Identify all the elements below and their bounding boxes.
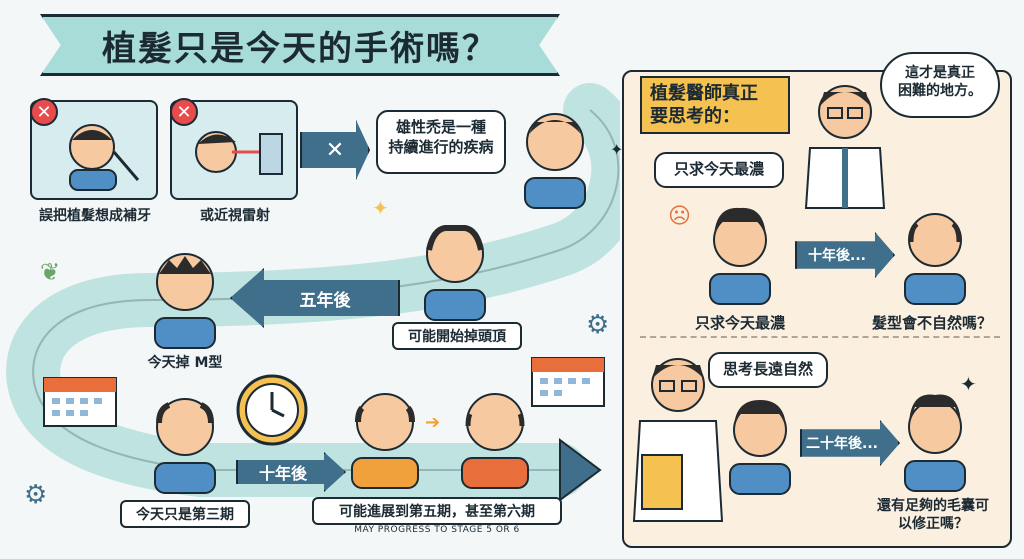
- mistake-label-dental: 誤把植髮想成補牙: [39, 208, 151, 224]
- doctor-thinking-icon: [804, 85, 886, 209]
- stage-five-six-english: MAY PROGRESS TO STAGE 5 OR 6: [354, 525, 520, 535]
- mistake-label-laser: 或近視雷射: [200, 208, 270, 224]
- patient-future-icon: [904, 394, 966, 492]
- person-stage-three-icon: [154, 398, 216, 494]
- title-banner: 植髮只是今天的手術嗎？: [40, 14, 560, 76]
- x-mark-icon: ✕: [30, 98, 58, 126]
- disease-callout: 雄性禿是一種 持續進行的疾病: [376, 110, 506, 174]
- dentist-scene-icon: [69, 124, 140, 191]
- gear-icon: ⚙: [586, 310, 610, 340]
- person-thinning-top-icon: [424, 225, 486, 321]
- clock-icon: [236, 374, 308, 446]
- enough-follicles-caption: 還有足夠的毛囊可 以修正嗎？: [877, 498, 989, 532]
- section-divider: [640, 336, 1000, 338]
- person-stage-six-icon: [461, 393, 529, 489]
- short-term-caption: 只求今天最濃: [694, 314, 785, 332]
- sparkle-icon: ✦: [960, 372, 977, 396]
- mistake-card-dental: ✕: [30, 98, 158, 200]
- sparkle-icon: ✦: [610, 140, 624, 159]
- x-mark-icon: ✕: [170, 98, 198, 126]
- laser-eye-scene-icon: [195, 131, 283, 175]
- person-stage-five-icon: [351, 393, 419, 489]
- calendar-icon: [43, 377, 117, 427]
- progress-arrow-icon: ➔: [425, 412, 441, 433]
- long-term-bubble: 思考長遠自然: [708, 352, 828, 388]
- stage-m-caption: 今天掉 M型: [147, 355, 223, 371]
- stage-top-caption: 可能開始掉頭頂: [392, 322, 522, 350]
- person-young-icon: [524, 113, 586, 209]
- short-term-bubble: 只求今天最濃: [654, 152, 784, 188]
- sparkle-icon: ✦: [372, 196, 389, 220]
- x-icon: ✕: [325, 137, 345, 163]
- patient-dense-hair-icon: [709, 207, 771, 305]
- patient-natural-icon: [729, 400, 791, 495]
- right-panel-header: 植髮醫師真正 要思考的：: [640, 76, 790, 134]
- stage-three-caption: 今天只是第三期: [120, 500, 250, 528]
- page-title: 植髮只是今天的手術嗎？: [102, 28, 498, 69]
- doctor-thought-bubble: 這才是真正 困難的地方。: [880, 52, 1000, 118]
- doctor-clipboard-icon: [632, 358, 724, 522]
- leaf-icon: ❦: [40, 258, 61, 286]
- unnatural-caption: 髮型會不自然嗎？: [871, 314, 992, 332]
- person-m-shape-icon: [154, 253, 216, 349]
- calendar-icon: [531, 357, 605, 407]
- mistake-card-laser: ✕: [170, 98, 298, 200]
- stage-five-six-caption: 可能進展到第五期，甚至第六期: [312, 497, 562, 525]
- gear-icon: ⚙: [24, 480, 48, 510]
- angry-face-icon: ☹: [668, 204, 691, 229]
- patient-unnatural-icon: [904, 213, 966, 305]
